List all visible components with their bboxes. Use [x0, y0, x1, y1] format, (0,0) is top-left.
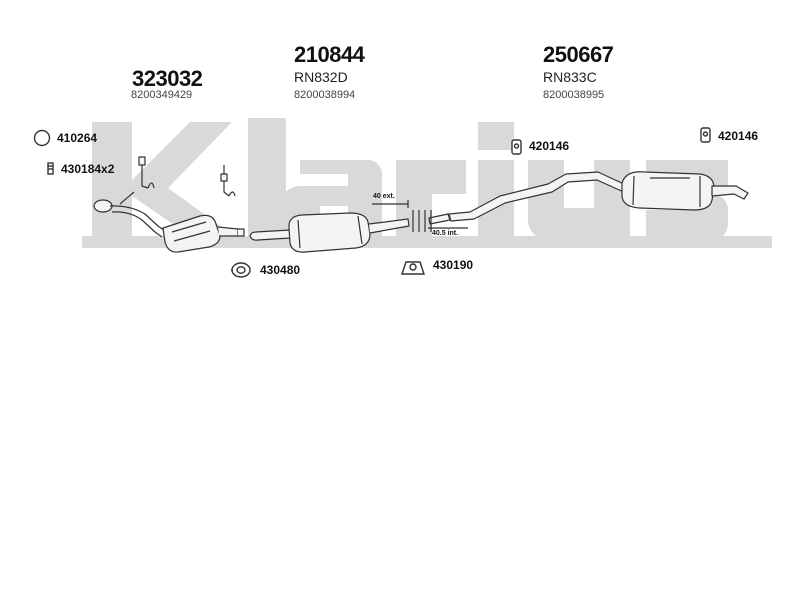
accessory-ring-label: 410264 — [57, 131, 98, 145]
ring-icon — [33, 129, 51, 147]
dimension-marks — [372, 200, 468, 232]
oem-number-middle: 8200038994 — [294, 89, 356, 101]
accessory-bolt-label: 430184x2 — [61, 162, 115, 176]
part-number-rear: 250667 — [543, 42, 614, 67]
dimension-int-label: 40.5 int. — [432, 230, 459, 237]
accessory-clamp-label: 430480 — [260, 263, 301, 277]
rubber-mount-mid-icon — [511, 139, 522, 155]
bolt-icon — [47, 162, 54, 175]
oem-number-catalyst: 8200349429 — [131, 89, 193, 101]
part-ref-rear: RN833C — [543, 69, 597, 85]
accessory-rubber-rear-label: 420146 — [718, 129, 759, 143]
part-number-catalyst: 323032 — [132, 66, 203, 91]
middle-silencer — [249, 212, 410, 253]
clamp-icon — [231, 262, 251, 278]
hanger-icon — [401, 261, 425, 275]
dimension-ext-label: 40 ext. — [373, 193, 395, 200]
accessory-hanger-label: 430190 — [433, 258, 474, 272]
rear-silencer-assembly — [428, 171, 749, 225]
catalyst-assembly — [93, 156, 245, 253]
accessory-rubber-mid-label: 420146 — [529, 139, 570, 153]
part-number-middle: 210844 — [294, 42, 365, 67]
rubber-mount-rear-icon — [700, 127, 711, 143]
oem-number-rear: 8200038995 — [543, 89, 605, 101]
part-ref-middle: RN832D — [294, 69, 348, 85]
